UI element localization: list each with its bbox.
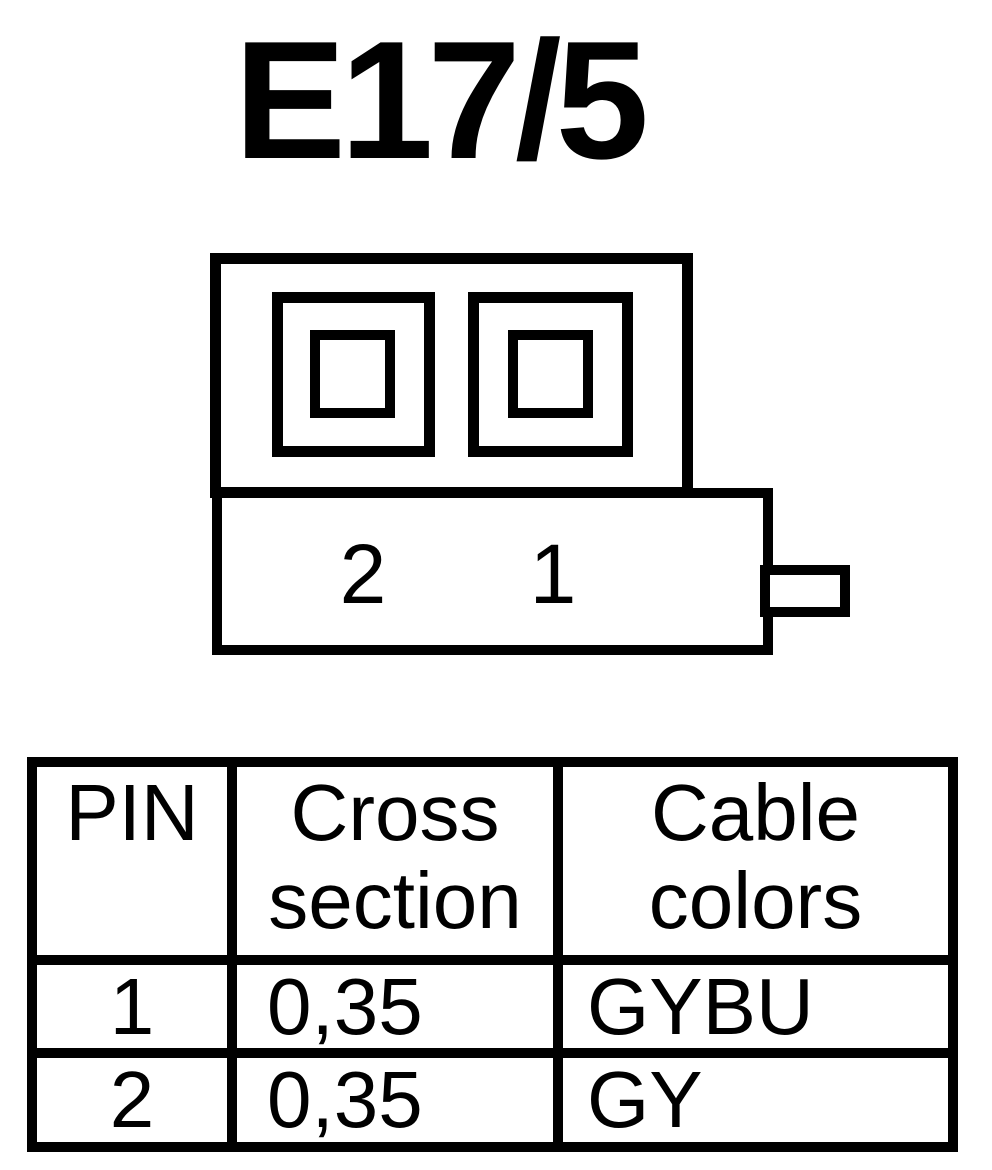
pin-table-row1-cable-colors: GYBU	[563, 965, 948, 1058]
terminal-slot-left-inner	[310, 330, 395, 418]
pin-table-row1-cross-section: 0,35	[237, 965, 563, 1058]
connector-lower-body	[212, 488, 773, 655]
pin-table-header-pin: PIN	[37, 767, 237, 965]
pin-table-header-cross-section: Cross section	[237, 767, 563, 965]
pin-label-1: 1	[529, 527, 577, 621]
header-cable-line1: Cable	[650, 768, 861, 857]
header-cross-line2: section	[268, 856, 522, 945]
pin-table: PIN Cross section Cable colors 1 0,35 GY…	[27, 757, 958, 1152]
connector-latch-tab	[760, 565, 850, 617]
pin-table-row2-cross-section: 0,35	[237, 1058, 563, 1142]
header-cable-line2: colors	[648, 856, 863, 945]
pin-table-header-cable-colors: Cable colors	[563, 767, 948, 965]
pin-table-row2-pin: 2	[37, 1058, 237, 1142]
pin-label-2: 2	[339, 527, 387, 621]
pin-table-row1-pin: 1	[37, 965, 237, 1058]
pin-table-row2-cable-colors: GY	[587, 1055, 703, 1144]
terminal-slot-right-inner	[508, 330, 593, 418]
connector-title: E17/5	[234, 6, 649, 194]
header-cross-line1: Cross	[290, 768, 500, 857]
